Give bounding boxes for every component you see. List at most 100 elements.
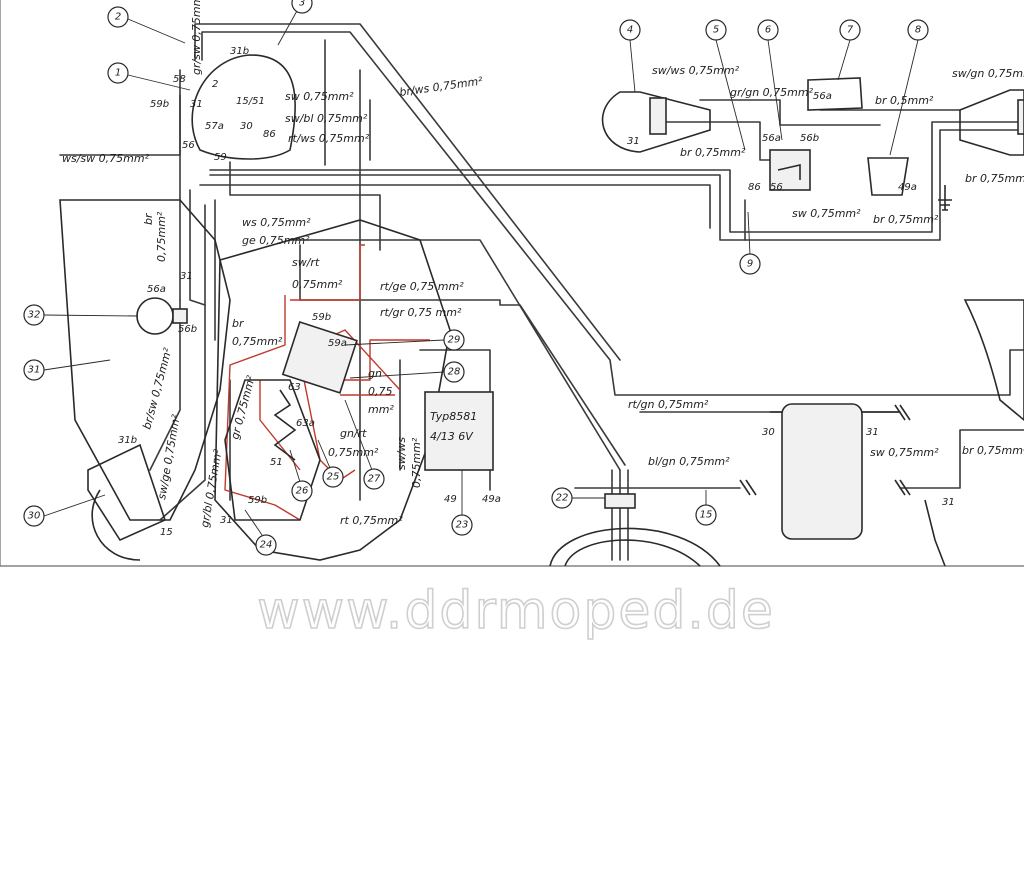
bubble-4	[619, 19, 641, 41]
term-57a-ignition: 57a	[205, 121, 224, 132]
tail-lamp-left	[601, 91, 711, 153]
term-56b-cluster: 56b	[800, 133, 819, 144]
term-56a-cluster: 56a	[762, 133, 781, 144]
wire-label-rt-ge: rt/ge 0,75 mm²	[380, 280, 464, 293]
bubble-7	[839, 19, 861, 41]
bubble-5	[705, 19, 727, 41]
bubble-26-text: 26	[296, 486, 309, 497]
bubble-24-text: 24	[260, 540, 273, 551]
term-49-relay: 49	[444, 494, 457, 505]
wire-label-br-bottom: br 0,75mm²	[873, 213, 939, 226]
wire-label-sw-top: sw 0,75mm²	[285, 90, 354, 103]
wire-label-rt-ws: rt/ws 0,75mm²	[288, 132, 370, 145]
bubble-24	[255, 534, 277, 556]
bubble-28-text: 28	[448, 367, 461, 378]
headlamp-bulb	[136, 297, 174, 335]
ignition-unit-outline	[191, 54, 297, 160]
bubble-1	[107, 62, 129, 84]
wire-label-br-far: br 0,75mm²	[962, 444, 1024, 457]
term-59b-regulator: 59b	[312, 312, 331, 323]
wire-label-gn-rt: gn/rt	[340, 427, 367, 440]
wire-label-rt-bottom: rt 0,75mm²	[340, 514, 403, 527]
wire-harness	[0, 0, 1024, 567]
wire-label-mm-swrt: 0,75mm²	[292, 278, 343, 291]
bubble-31	[23, 359, 45, 381]
wire-label-mm-swws: 0,75mm²	[410, 437, 423, 488]
wire-label-rt-gr: rt/gr 0,75 mm²	[380, 306, 462, 319]
bubble-27	[363, 468, 385, 490]
term-86-ignition: 86	[263, 129, 276, 140]
term-15-51-ignition: 15/51	[236, 96, 265, 107]
bubble-2-text: 2	[115, 12, 121, 23]
term-56-cluster: 56	[770, 182, 783, 193]
term-31-regulator: 31	[220, 515, 233, 526]
rear-fender-right	[924, 299, 1024, 567]
bubble-3-text: 3	[299, 0, 305, 9]
wire-label-gr-reg: gr 0,75mm²	[228, 374, 258, 441]
term-58-ignition: 58	[173, 74, 186, 85]
terminal-labels: 31b 59b 31 2 57a 15/51 30 86 59 58 56 56…	[118, 46, 955, 538]
term-31-ignition: 31	[190, 99, 203, 110]
term-31b-headlamp: 31b	[118, 435, 137, 446]
term-31-tail-lamp: 31	[627, 136, 640, 147]
part-number-callouts: 2 1 3 4 5 6 7 8 9 15 22 23	[23, 0, 929, 556]
wire-label-rt-gn: rt/gn 0,75mm²	[628, 398, 709, 411]
relay-unit: Typ8581 4/13 6V	[424, 391, 494, 471]
term-59-ignition: 59	[214, 152, 227, 163]
term-30-battery: 30	[762, 427, 775, 438]
bubble-26	[291, 480, 313, 502]
term-63a-regulator: 63a	[296, 418, 315, 429]
ground-symbols	[739, 185, 952, 496]
term-31b-ignition: 31b	[230, 46, 249, 57]
bubble-6	[757, 19, 779, 41]
bubble-6-text: 6	[765, 25, 771, 36]
bubble-30-text: 30	[28, 511, 41, 522]
bubble-3	[291, 0, 313, 14]
term-30-ignition: 30	[240, 121, 253, 132]
wire-label-mm-vert: 0,75mm²	[155, 211, 168, 262]
term-56a-headlamp: 56a	[147, 284, 166, 295]
term-31-rear: 31	[942, 497, 955, 508]
bubble-1-text: 1	[115, 68, 121, 79]
instrument-cover	[214, 219, 451, 561]
term-15-headlamp: 15	[160, 527, 173, 538]
wire-label-br-left: br 0,75mm²	[680, 146, 746, 159]
wire-label-sw-gn: sw/gn 0,75mm²	[952, 67, 1024, 80]
wire-label-gn-075: 0,75	[368, 385, 393, 398]
bubble-15-text: 15	[700, 510, 713, 521]
bubble-29-text: 29	[448, 335, 461, 346]
brake-light-housing	[807, 77, 863, 111]
term-59a-regulator: 59a	[328, 338, 347, 349]
wire-label-bl-gn: bl/gn 0,75mm²	[648, 455, 730, 468]
term-59b-ignition: 59b	[150, 99, 169, 110]
bubble-9	[739, 253, 761, 275]
wire-label-sw-bl: sw/bl 0,75mm²	[285, 112, 368, 125]
term-56b-headlamp: 56b	[178, 324, 197, 335]
wire-label-mm-br-mid: 0,75mm²	[232, 335, 283, 348]
wire-label-gr-gn: gr/gn 0,75mm²	[730, 86, 814, 99]
wire-label-br-right: br 0,75mm²	[965, 172, 1024, 185]
term-49a-relay: 49a	[482, 494, 501, 505]
bubble-2	[107, 6, 129, 28]
battery-unit	[770, 403, 906, 540]
watermark-text: www.ddrmoped.de	[257, 581, 775, 641]
bubble-8-text: 8	[915, 25, 921, 36]
term-59b-regulator-lower: 59b	[248, 495, 267, 506]
term-86-cluster: 86	[748, 182, 761, 193]
wire-label-sw-switch: sw 0,75mm²	[792, 207, 861, 220]
bubble-22	[551, 487, 573, 509]
wire-label-gr-sw: gr/sw 0,75mm²	[190, 0, 203, 75]
wire-label-sw-ge: sw/ge 0,75mm²	[155, 413, 183, 501]
bubble-32	[23, 304, 45, 326]
bubble-31-text: 31	[28, 365, 41, 376]
term-2-ignition: 2	[212, 79, 218, 90]
wire-label-gn: gn	[368, 367, 382, 380]
wire-label-ws-sw: ws/sw 0,75mm²	[62, 152, 150, 165]
bubble-8	[907, 19, 929, 41]
bubble-9-text: 9	[747, 259, 753, 270]
headlamp-housing	[59, 199, 231, 561]
wire-label-sw-rt: sw/rt	[292, 256, 320, 269]
wire-label-ws: ws 0,75mm²	[242, 216, 311, 229]
